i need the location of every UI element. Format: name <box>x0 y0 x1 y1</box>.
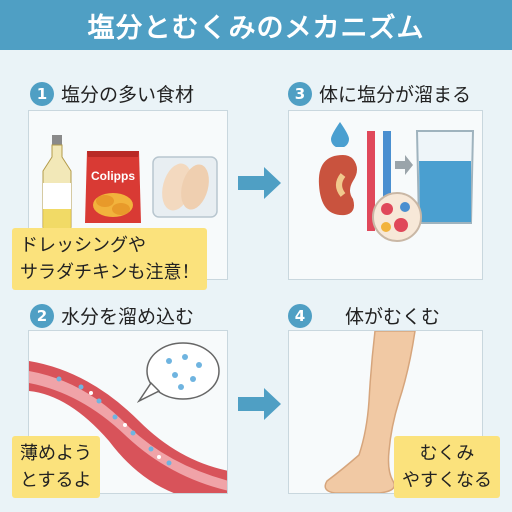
swell-note-line-2: やすくなる <box>402 470 492 491</box>
foods-note-line-2: サラダチキンも注意！ <box>20 262 200 283</box>
chicken-pack-icon <box>152 156 218 218</box>
cell-magnify-icon <box>372 192 422 242</box>
page-title: 塩分とむくみのメカニズム <box>0 0 512 50</box>
foods-note-line-1: ドレッシングや <box>20 235 146 256</box>
leg-icon <box>324 331 416 493</box>
arrow-right-icon <box>238 167 281 199</box>
panel-3-label: 体に塩分が溜まる <box>319 84 472 106</box>
dilute-note: 薄めよう とするよ <box>12 436 100 498</box>
kidney-icon <box>318 155 357 216</box>
panel-3-card <box>288 110 483 280</box>
panel-2-title: 2 水分を溜め込む <box>30 302 194 329</box>
panel-3-title: 3 体に塩分が溜まる <box>288 80 471 107</box>
swell-note-line-1: むくみ <box>419 443 475 464</box>
panel-4-title: 4 体がむくむ <box>288 302 440 329</box>
foods-caution-note: ドレッシングや サラダチキンも注意！ <box>12 228 208 290</box>
panel-1-title: 1 塩分の多い食材 <box>30 80 194 107</box>
chips-bag-icon <box>85 151 141 223</box>
step-number-2: 2 <box>30 303 54 328</box>
blood-vessel-icon <box>29 361 227 493</box>
step-number-4: 4 <box>288 303 312 328</box>
panel-2-label: 水分を溜め込む <box>61 306 195 328</box>
chips-brand-label: Colipps <box>91 169 135 183</box>
dilute-note-line-2: とするよ <box>20 470 92 491</box>
blood-flow-icon <box>367 131 413 231</box>
panel-4-label: 体がむくむ <box>345 306 441 328</box>
panel-1-card: Colipps <box>28 110 228 280</box>
speech-bubble-icon <box>137 342 220 403</box>
dilute-note-line-1: 薄めよう <box>20 443 92 464</box>
swell-note: むくみ やすくなる <box>394 436 500 498</box>
panel-1-label: 塩分の多い食材 <box>61 84 195 106</box>
beaker-icon <box>415 130 475 224</box>
step-number-1: 1 <box>30 81 54 106</box>
step-number-3: 3 <box>288 81 312 106</box>
arrow-right-icon <box>238 388 281 420</box>
water-drop-icon <box>331 122 349 147</box>
bottle-icon <box>42 135 72 231</box>
